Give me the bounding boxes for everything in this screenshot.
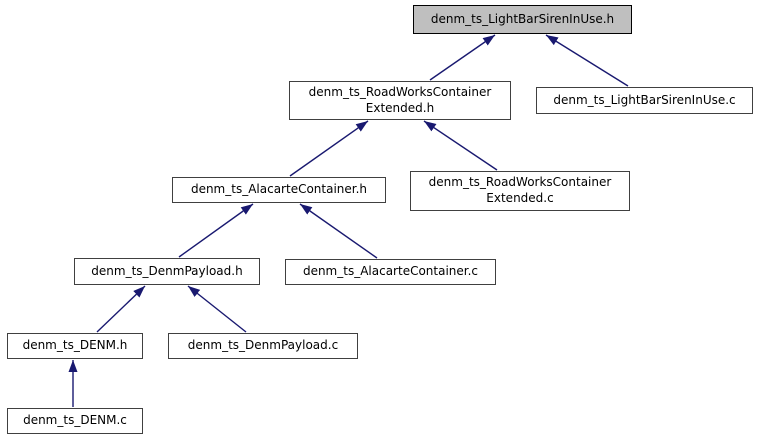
- graph-node-denm-ts-alacartecontainer-h[interactable]: denm_ts_AlacarteContainer.h: [172, 177, 386, 203]
- edge-alacarte_h-to-roadworks_h: [289, 120, 369, 177]
- edge-lightbar_c-to-lightbar_h: [545, 34, 629, 87]
- graph-node-denm-ts-roadworkscontainerextended-h[interactable]: denm_ts_RoadWorksContainer Extended.h: [289, 81, 511, 120]
- edge-alacarte_c-to-alacarte_h: [299, 203, 378, 259]
- graph-node-denm-ts-alacartecontainer-c[interactable]: denm_ts_AlacarteContainer.c: [285, 259, 496, 285]
- graph-node-denm-ts-roadworkscontainerextended-c[interactable]: denm_ts_RoadWorksContainer Extended.c: [410, 171, 630, 211]
- edge-roadworks_c-to-roadworks_h: [423, 120, 498, 171]
- edge-roadworks_h-to-lightbar_h: [429, 34, 496, 81]
- graph-node-denm-ts-denm-c[interactable]: denm_ts_DENM.c: [7, 408, 143, 434]
- edge-denmpayload_h-to-alacarte_h: [178, 203, 254, 258]
- graph-node-denm-ts-denmpayload-c[interactable]: denm_ts_DenmPayload.c: [168, 333, 358, 359]
- graph-node-denm-ts-denm-h[interactable]: denm_ts_DENM.h: [7, 333, 143, 359]
- graph-node-denm-ts-denmpayload-h[interactable]: denm_ts_DenmPayload.h: [74, 258, 260, 285]
- edge-denm_h-to-denmpayload_h: [96, 285, 146, 333]
- graph-node-denm-ts-lightbarsireninuse-c[interactable]: denm_ts_LightBarSirenInUse.c: [536, 87, 753, 114]
- edge-denmpayload_c-to-denmpayload_h: [187, 285, 247, 333]
- graph-node-denm-ts-lightbarsireninuse-h[interactable]: denm_ts_LightBarSirenInUse.h: [413, 5, 632, 34]
